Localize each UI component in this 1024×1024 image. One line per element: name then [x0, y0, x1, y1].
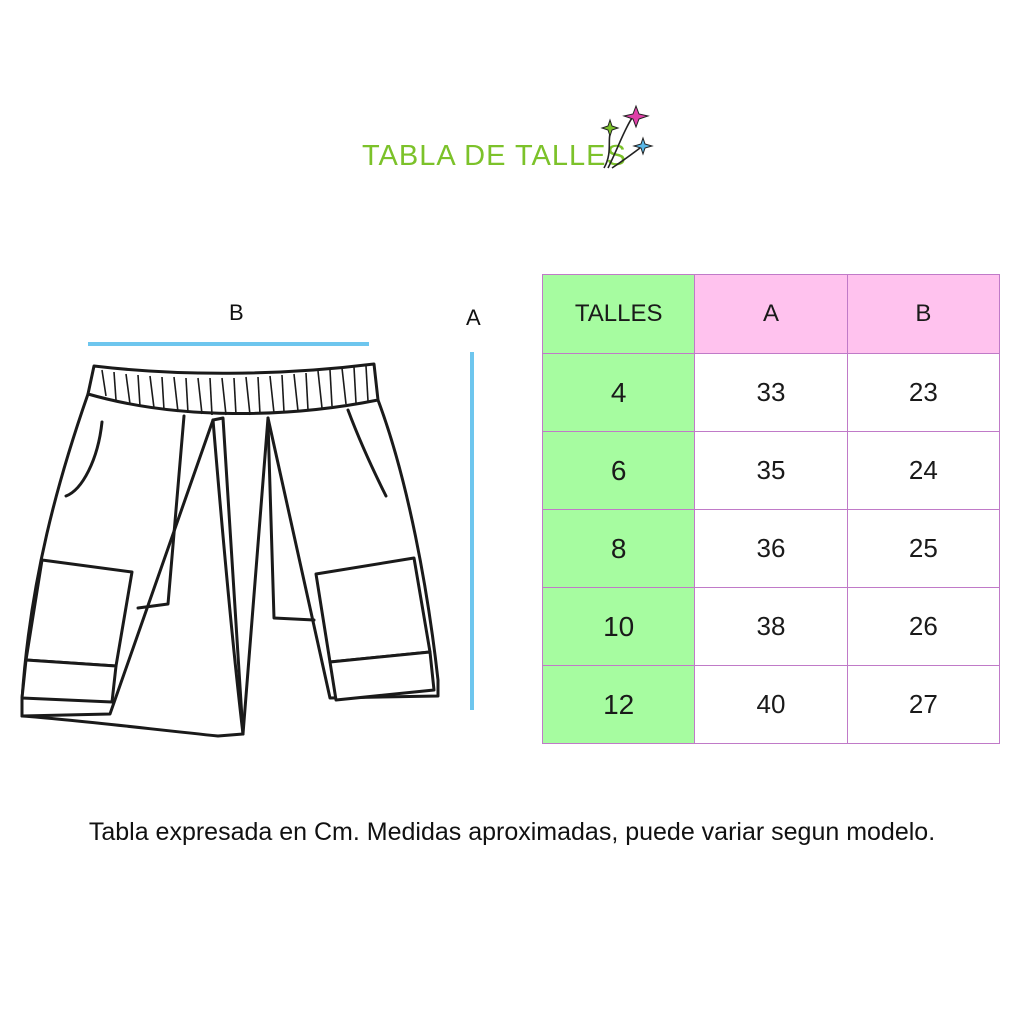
size-cell: 6 [541, 431, 696, 510]
table-row: 10 38 26 [541, 587, 1001, 666]
measure-a-cell: 33 [694, 353, 848, 432]
measure-a-cell: 36 [694, 509, 848, 588]
measure-a-cell: 35 [694, 431, 848, 510]
size-cell: 12 [541, 665, 696, 744]
header-b: B [846, 274, 1001, 354]
table-header-row: TALLES A B [541, 274, 1001, 354]
measure-a-cell: 38 [694, 587, 848, 666]
measure-a-cell: 40 [694, 665, 848, 744]
footer-note: Tabla expresada en Cm. Medidas aproximad… [88, 818, 936, 846]
table-row: 12 40 27 [541, 665, 1001, 744]
measure-b-cell: 26 [846, 587, 1001, 666]
measure-a-line [470, 352, 474, 710]
size-cell: 10 [541, 587, 696, 666]
table-row: 8 36 25 [541, 509, 1001, 588]
measure-b-cell: 23 [846, 353, 1001, 432]
header-size: TALLES [541, 274, 696, 354]
measure-b-line [88, 342, 369, 346]
size-cell: 4 [541, 353, 696, 432]
table-row: 4 33 23 [541, 353, 1001, 432]
measure-a-label: A [466, 305, 481, 330]
shorts-icon [20, 362, 440, 738]
measure-b-cell: 24 [846, 431, 1001, 510]
header-a: A [694, 274, 848, 354]
size-table: TALLES A B 4 33 23 6 35 24 8 36 25 10 38… [541, 274, 1001, 744]
size-cell: 8 [541, 509, 696, 588]
measure-b-label: B [229, 300, 244, 325]
measure-b-cell: 25 [846, 509, 1001, 588]
table-row: 6 35 24 [541, 431, 1001, 510]
page-title: TABLA DE TALLES [362, 140, 627, 172]
measure-b-cell: 27 [846, 665, 1001, 744]
stars-icon [600, 104, 654, 169]
